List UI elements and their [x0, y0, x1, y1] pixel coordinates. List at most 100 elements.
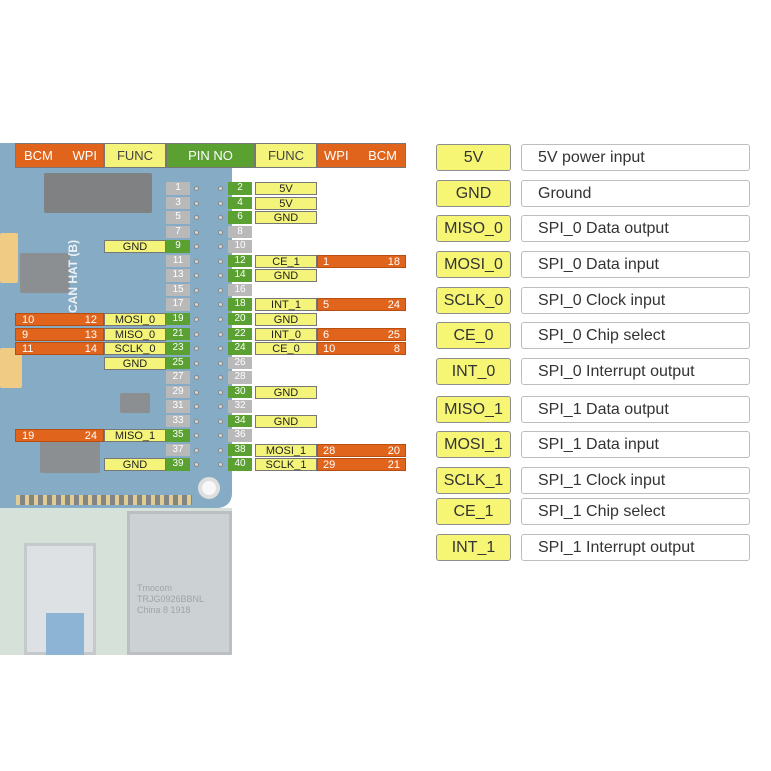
func-label-gnd: GND — [255, 414, 317, 428]
pin-dot — [218, 389, 223, 395]
bcm-value: 18 — [387, 255, 400, 268]
pin-31: 31 — [166, 400, 190, 413]
pin-6: 6 — [228, 211, 252, 224]
legend-key-5v: 5V — [436, 144, 511, 171]
pin-29: 29 — [166, 385, 190, 399]
pin-dot — [194, 433, 199, 439]
pin-dot — [218, 462, 223, 468]
mount-hole-bottom — [198, 477, 220, 499]
header-func-left: FUNC — [104, 143, 166, 168]
pin-19: 19 — [166, 312, 190, 326]
wpi-value: 5 — [323, 299, 330, 312]
bcm-value: 21 — [387, 459, 400, 472]
bcm-value: 24 — [387, 299, 400, 312]
pin-17: 17 — [166, 298, 190, 311]
header-func-right: FUNC — [255, 143, 317, 168]
wpi-value: 24 — [84, 430, 97, 443]
func-label-gnd: GND — [255, 312, 317, 326]
can-controller-chip — [44, 173, 152, 213]
pin-21: 21 — [166, 327, 190, 340]
pin-dot — [218, 418, 223, 424]
ethernet-port — [127, 511, 232, 655]
pin-dot — [218, 244, 223, 250]
connector-block — [0, 233, 18, 283]
transceiver-chip — [20, 253, 70, 293]
func-label-miso-0: MISO_0 — [104, 327, 166, 341]
bcm-value: 8 — [393, 343, 400, 356]
legend-desc: Ground — [521, 180, 750, 207]
pin-13: 13 — [166, 269, 190, 282]
func-label-gnd: GND — [104, 458, 166, 472]
legend-key-miso-0: MISO_0 — [436, 215, 511, 242]
func-label-sclk-0: SCLK_0 — [104, 342, 166, 356]
legend-key-gnd: GND — [436, 180, 511, 207]
pin-1: 1 — [166, 182, 190, 195]
pin-dot — [194, 418, 199, 424]
pin-40: 40 — [228, 458, 252, 471]
legend-key-ce-0: CE_0 — [436, 322, 511, 349]
pin-dot — [194, 360, 199, 366]
wpi-value: 10 — [323, 343, 336, 356]
pin-36: 36 — [228, 429, 252, 442]
header-wpi-bcm-right: WPI BCM — [317, 143, 406, 168]
bcm-value: 10 — [22, 313, 35, 326]
pin-38: 38 — [228, 443, 252, 457]
pin-9: 9 — [166, 240, 190, 253]
pin-14: 14 — [228, 269, 252, 282]
photo-fade — [0, 143, 232, 655]
ethernet-label-line: Tmocom — [137, 583, 173, 593]
legend-key-sclk-1: SCLK_1 — [436, 467, 511, 494]
pin-dot — [218, 433, 223, 439]
pin-16: 16 — [228, 283, 252, 297]
pin-dot — [218, 273, 223, 279]
pin-5: 5 — [166, 211, 190, 224]
pin-30: 30 — [228, 385, 252, 399]
pin-22: 22 — [228, 327, 252, 340]
legend-desc: SPI_1 Chip select — [521, 498, 750, 525]
ethernet-label-line: TRJG0926BBNL — [137, 594, 205, 604]
legend-desc: SPI_1 Interrupt output — [521, 534, 750, 561]
pin-dot — [194, 287, 199, 293]
legend-desc: SPI_1 Data input — [521, 431, 750, 458]
pin-dot — [218, 346, 223, 352]
pin-2: 2 — [228, 182, 252, 195]
pin-18: 18 — [228, 298, 252, 311]
func-label-gnd: GND — [104, 240, 166, 254]
pin-dot — [194, 404, 199, 410]
bcm-value: 25 — [387, 328, 400, 341]
legend-key-sclk-0: SCLK_0 — [436, 287, 511, 314]
legend-key-ce-1: CE_1 — [436, 498, 511, 525]
func-label-5v: 5V — [255, 196, 317, 210]
pin-dot — [218, 316, 223, 322]
pin-dot — [194, 316, 199, 322]
wpi-value: 29 — [323, 459, 336, 472]
legend-desc: SPI_0 Interrupt output — [521, 358, 750, 385]
bcm-value: 20 — [387, 444, 400, 457]
pin-dot — [194, 186, 199, 191]
legend-key-int-0: INT_0 — [436, 358, 511, 385]
pin-35: 35 — [166, 429, 190, 442]
pin-24: 24 — [228, 342, 252, 355]
usb-port-inner — [46, 613, 84, 655]
func-label-gnd: GND — [255, 211, 317, 225]
pin-15: 15 — [166, 283, 190, 297]
pin-dot — [218, 302, 223, 308]
pin-dot — [194, 244, 199, 250]
bcm-value: 11 — [22, 343, 34, 356]
pin-dot — [194, 462, 199, 468]
header-wpi-left: WPI — [72, 148, 97, 163]
pin-32: 32 — [228, 400, 252, 413]
pin-dot — [194, 229, 199, 235]
pin-4: 4 — [228, 196, 252, 210]
func-label-mosi-1: MOSI_1 — [255, 443, 317, 457]
wpi-bcm-label: 10 8 — [317, 342, 406, 356]
legend-key-mosi-0: MOSI_0 — [436, 251, 511, 278]
bcm-value: 19 — [22, 430, 35, 443]
legend-desc: SPI_1 Data output — [521, 396, 750, 423]
wpi-bcm-label: 5 24 — [317, 298, 406, 312]
